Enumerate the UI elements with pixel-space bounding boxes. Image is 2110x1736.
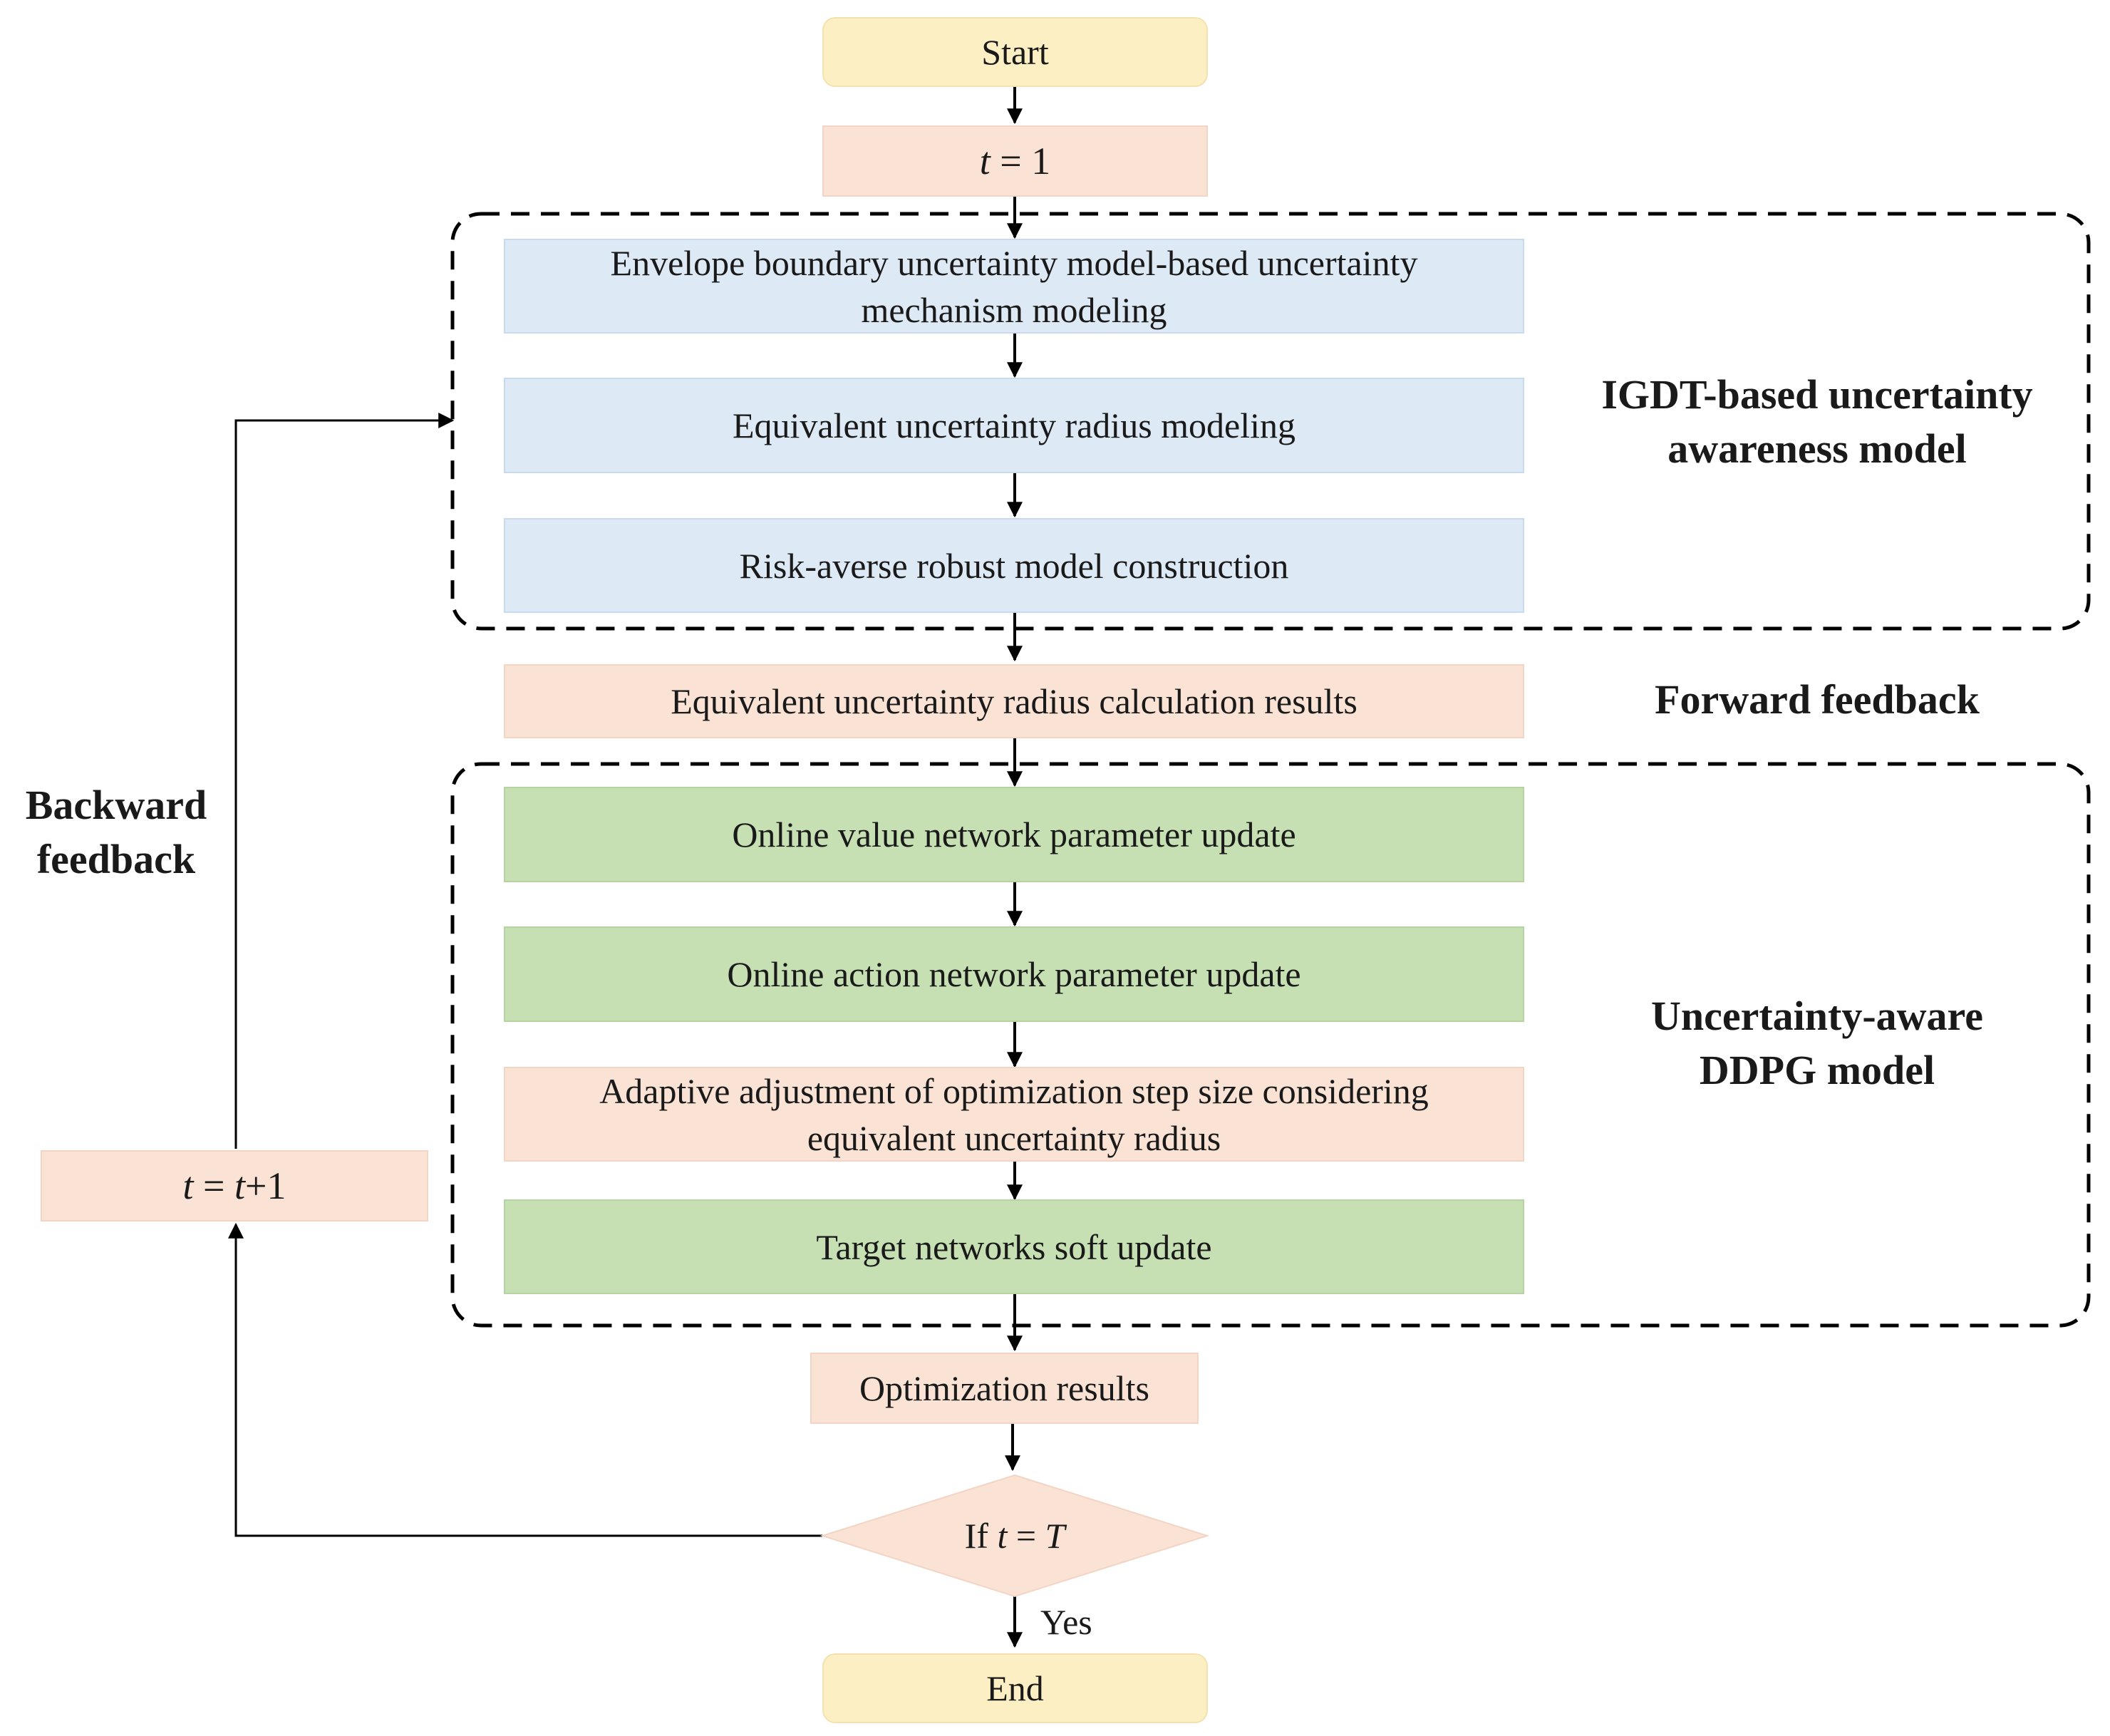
- t-init-var: t: [979, 140, 991, 182]
- t-init-val: 1: [1031, 140, 1051, 182]
- decision-text: If t = T: [822, 1475, 1207, 1596]
- forward-feedback-label: Forward feedback: [1655, 676, 1980, 723]
- t-incr-eq: =: [203, 1164, 225, 1207]
- opt-results-node: Optimization results: [810, 1353, 1199, 1424]
- yes-label: Yes: [1040, 1602, 1092, 1642]
- end-node: End: [822, 1653, 1208, 1723]
- loop-increment-to-igdt: [234, 413, 455, 1149]
- t-incr-var: t: [182, 1164, 194, 1207]
- igdt-group-label: IGDT-based uncertainty awareness model: [1601, 371, 2033, 472]
- igdt-group-border: [450, 212, 2091, 631]
- decision-eq: =: [1015, 1516, 1037, 1556]
- envelope-label: Envelope boundary uncertainty model-base…: [610, 242, 1418, 330]
- t-incr-var2: t: [234, 1164, 246, 1207]
- ddpg-group-border: [450, 762, 2091, 1328]
- t-increment-node: t = t+1: [41, 1150, 428, 1221]
- t-init-eq: =: [1000, 140, 1022, 182]
- envelope-node: Envelope boundary uncertainty model-base…: [504, 239, 1524, 334]
- value-update-label: Online value network parameter update: [732, 815, 1296, 854]
- risk-averse-label: Risk-averse robust model construction: [739, 545, 1289, 586]
- t-incr-plus: +1: [245, 1164, 286, 1207]
- action-update-label: Online action network parameter update: [727, 954, 1301, 994]
- radius-model-label: Equivalent uncertainty radius modeling: [732, 405, 1296, 445]
- adaptive-label: Adaptive adjustment of optimization step…: [599, 1070, 1429, 1158]
- decision-var: t: [997, 1516, 1008, 1556]
- value-update-node: Online value network parameter update: [504, 787, 1524, 882]
- backward-feedback-label: Backward feedback: [25, 782, 207, 882]
- start-label: Start: [981, 32, 1049, 72]
- t-init-node: t = 1: [822, 125, 1208, 197]
- radius-results-node: Equivalent uncertainty radius calculatio…: [504, 664, 1524, 738]
- soft-update-node: Target networks soft update: [504, 1199, 1524, 1294]
- decision-val: T: [1045, 1516, 1065, 1556]
- radius-results-label: Equivalent uncertainty radius calculatio…: [671, 681, 1357, 721]
- ddpg-group-label: Uncertainty-aware DDPG model: [1650, 993, 1983, 1093]
- radius-model-node: Equivalent uncertainty radius modeling: [504, 378, 1524, 473]
- action-update-node: Online action network parameter update: [504, 926, 1524, 1022]
- adaptive-node: Adaptive adjustment of optimization step…: [504, 1067, 1524, 1162]
- risk-averse-node: Risk-averse robust model construction: [504, 518, 1524, 613]
- end-label: End: [986, 1668, 1044, 1708]
- decision-prefix: If: [964, 1516, 988, 1556]
- start-node: Start: [822, 17, 1208, 87]
- decision-diamond: [819, 1474, 1210, 1598]
- opt-results-label: Optimization results: [859, 1368, 1149, 1408]
- loop-decision-to-increment: [228, 1222, 822, 1537]
- soft-update-label: Target networks soft update: [816, 1226, 1212, 1267]
